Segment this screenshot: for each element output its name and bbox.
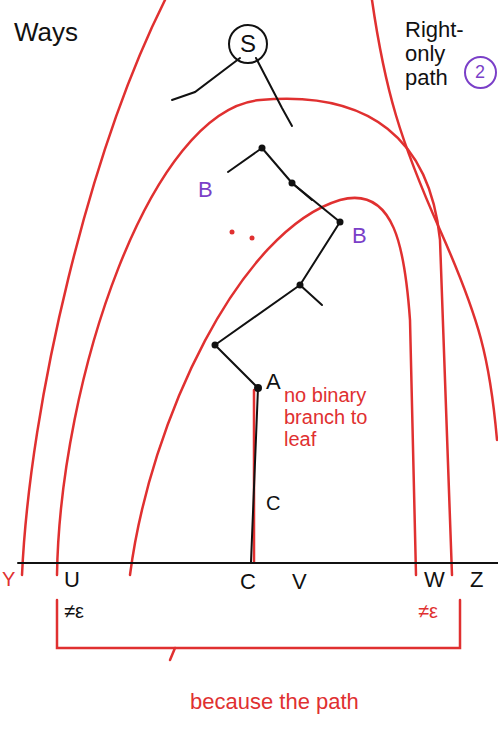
segment-label: U bbox=[64, 568, 80, 592]
tree-branch bbox=[300, 285, 322, 305]
vertex-label: C bbox=[266, 492, 280, 514]
vertex-label: B bbox=[198, 178, 213, 202]
title-note: Ways bbox=[14, 18, 78, 47]
inner-outline bbox=[130, 198, 416, 575]
constraint-note: ≠ε bbox=[418, 600, 438, 622]
tree-branch bbox=[215, 345, 258, 388]
constraint-note: ≠ε bbox=[64, 600, 84, 622]
vertex bbox=[297, 282, 304, 289]
node-text: S bbox=[240, 32, 256, 56]
segment-label: Y bbox=[2, 568, 15, 590]
middle-outline bbox=[57, 99, 452, 575]
yield-line bbox=[18, 562, 498, 564]
tree-branch bbox=[262, 148, 292, 183]
tree-branch bbox=[228, 148, 262, 172]
root-circle: S bbox=[228, 24, 268, 64]
tree-branch bbox=[215, 285, 300, 345]
tree-branch bbox=[256, 58, 292, 126]
margin-note: no binary branch to leaf bbox=[284, 384, 382, 450]
tree-branch bbox=[300, 222, 340, 285]
tree-branch bbox=[292, 183, 340, 222]
outer-outline bbox=[22, 0, 165, 575]
vertex-label: A bbox=[266, 370, 281, 394]
path-note: Right-only path bbox=[405, 18, 464, 91]
segment-label: W bbox=[424, 568, 445, 592]
node-text: 2 bbox=[475, 63, 485, 81]
dot bbox=[250, 236, 255, 241]
vertex bbox=[337, 219, 344, 226]
vertex bbox=[254, 384, 262, 392]
dot bbox=[230, 230, 235, 235]
length-bracket bbox=[57, 600, 460, 648]
vertex bbox=[259, 145, 266, 152]
segment-label: Z bbox=[470, 568, 483, 592]
proof-note: because the path bbox=[190, 690, 359, 714]
tree-vertices bbox=[212, 145, 344, 393]
vertex bbox=[212, 342, 219, 349]
segment-label: C bbox=[240, 570, 256, 594]
bracket-mark bbox=[170, 648, 175, 660]
vertex bbox=[289, 180, 296, 187]
tree-edges bbox=[18, 58, 498, 563]
segment-label: V bbox=[292, 570, 307, 594]
subtree-outlines bbox=[22, 0, 497, 660]
tree-stem bbox=[251, 388, 258, 562]
tree-branch bbox=[172, 58, 240, 100]
vertex-label: B bbox=[352, 224, 367, 248]
ellipsis-dots bbox=[230, 230, 255, 241]
callout-number: 2 bbox=[464, 56, 497, 89]
